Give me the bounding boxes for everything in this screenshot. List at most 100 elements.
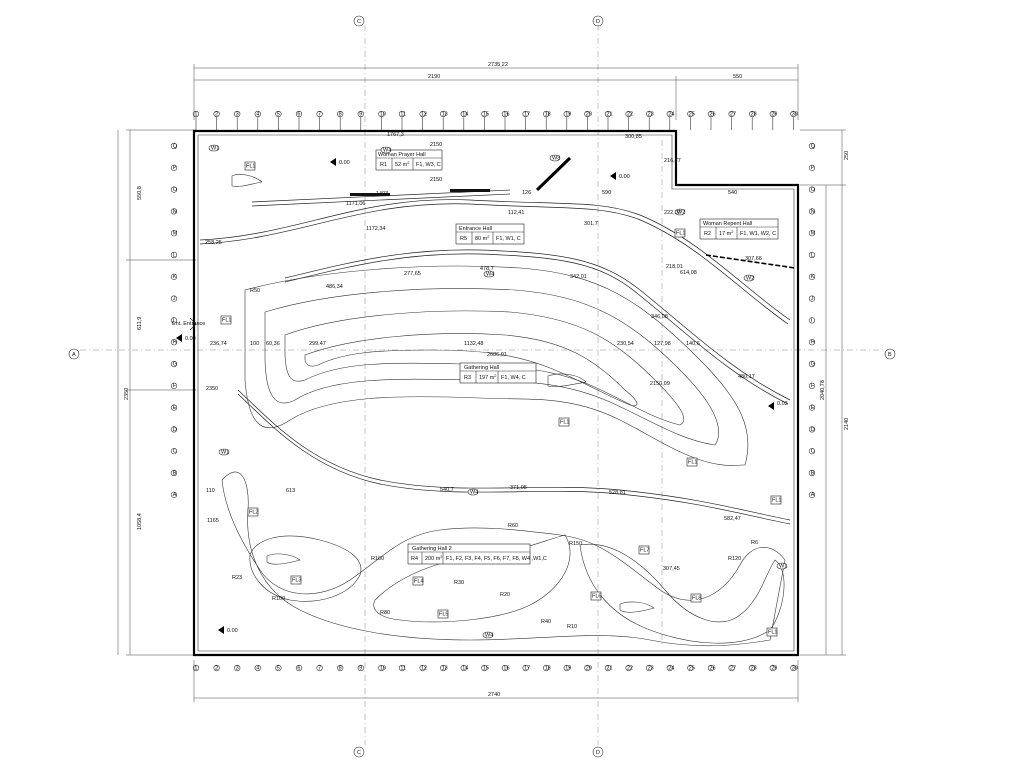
dimension-label: 614,08 <box>680 270 697 276</box>
dimension-label: 258,25 <box>205 240 222 246</box>
svg-text:E: E <box>173 405 177 411</box>
svg-text:4: 4 <box>256 665 259 671</box>
dimension-label: R50 <box>250 288 260 294</box>
row-marker: O <box>170 186 178 193</box>
column-marker: 3 <box>234 664 241 671</box>
row-marker: K <box>808 273 816 280</box>
svg-text:W3: W3 <box>552 155 560 161</box>
row-marker: N <box>808 208 816 215</box>
svg-text:23: 23 <box>648 111 654 117</box>
svg-text:G: G <box>811 361 815 367</box>
row-marker: A <box>170 491 178 498</box>
svg-text:17 m2: 17 m2 <box>719 229 734 237</box>
column-marker: 30 <box>790 664 798 671</box>
row-marker: M <box>808 230 816 237</box>
dimension-label: 140,6 <box>686 341 700 347</box>
svg-text:8: 8 <box>339 665 342 671</box>
section-markers: C D A B C D <box>68 15 896 758</box>
svg-text:8: 8 <box>339 111 342 117</box>
column-marker: 20 <box>584 664 592 671</box>
column-marker: 8 <box>337 110 344 117</box>
svg-text:D: D <box>596 750 600 756</box>
svg-text:1: 1 <box>194 665 197 671</box>
row-marker: I <box>808 317 816 324</box>
svg-text:N: N <box>173 209 177 215</box>
row-marker: H <box>170 339 178 346</box>
dimension-label: 1132,48 <box>464 341 483 347</box>
svg-text:L: L <box>173 252 176 258</box>
svg-text:L: L <box>811 252 814 258</box>
row-marker: I <box>170 317 178 324</box>
floor-tag: FL1 <box>770 495 781 505</box>
svg-text:9: 9 <box>359 665 362 671</box>
dimension-label: 1767,3 <box>387 132 404 138</box>
svg-text:W4: W4 <box>383 147 391 153</box>
row-marker: Q <box>808 142 816 149</box>
svg-text:A: A <box>173 492 177 498</box>
floor-tag: FL1 <box>558 417 569 427</box>
svg-text:G: G <box>173 361 177 367</box>
svg-text:0.00: 0.00 <box>227 628 238 634</box>
floor-tag: FL1 <box>686 457 697 467</box>
svg-text:FL1: FL1 <box>222 318 231 324</box>
column-marker: 22 <box>625 664 633 671</box>
svg-text:W1: W1 <box>779 563 787 569</box>
column-marker: 7 <box>316 110 323 117</box>
section-grid <box>80 25 888 745</box>
window-tag: W4 <box>467 488 479 495</box>
room-label-gathering-hall-2: Gathering Hall 2 R4 200 m2 F1, F2, F3, F… <box>407 543 547 565</box>
section-marker-right: B <box>884 348 896 360</box>
dimension-label: 307,45 <box>663 566 680 572</box>
dimension-label: 480,17 <box>738 374 755 380</box>
column-marker: 23 <box>646 664 654 671</box>
svg-text:7: 7 <box>318 665 321 671</box>
row-marker: P <box>170 164 178 171</box>
dimension-label: 277,65 <box>404 271 421 277</box>
exterior-walls <box>192 129 800 657</box>
dim-right-upper: 250 <box>844 151 850 160</box>
column-marker: 6 <box>295 110 303 117</box>
svg-text:R5: R5 <box>460 236 467 242</box>
column-marker: 9 <box>357 110 364 117</box>
row-marker: D <box>170 426 178 433</box>
level-mark: 0.00 <box>610 172 630 180</box>
svg-text:Ent. Entrance: Ent. Entrance <box>172 321 205 327</box>
svg-text:30: 30 <box>792 111 798 117</box>
svg-text:E: E <box>811 405 815 411</box>
row-marker: M <box>170 230 178 237</box>
column-marker: 19 <box>563 110 571 117</box>
dimension-label: 60,36 <box>266 341 280 347</box>
floor-tag: FL8 <box>690 593 701 603</box>
svg-text:200 m2: 200 m2 <box>425 554 443 562</box>
svg-text:FL3: FL3 <box>292 578 301 584</box>
column-marker: 24 <box>666 664 674 671</box>
column-marker: 21 <box>604 110 613 117</box>
floor-tag: FL1 <box>244 161 255 171</box>
bottom-dimensions: 2740 <box>193 660 799 702</box>
window-tag: W2 <box>674 208 686 215</box>
svg-text:6: 6 <box>297 665 300 671</box>
svg-text:J: J <box>173 296 176 302</box>
svg-text:H: H <box>173 340 177 346</box>
svg-text:I: I <box>173 318 175 324</box>
svg-text:25: 25 <box>689 111 695 117</box>
partition-dark-segment <box>350 193 390 196</box>
svg-text:D: D <box>811 427 815 433</box>
svg-text:R2: R2 <box>704 231 711 237</box>
floor-contours <box>221 265 786 647</box>
column-marker: 27 <box>728 110 736 117</box>
column-marker: 25 <box>687 110 695 117</box>
column-marker: 18 <box>543 110 551 117</box>
svg-text:Gathering Hall: Gathering Hall <box>464 365 499 371</box>
column-marker: 25 <box>687 664 695 671</box>
column-marker: 17 <box>522 110 530 117</box>
svg-text:52 m2: 52 m2 <box>395 160 410 168</box>
dimension-label: 112,41 <box>508 210 524 216</box>
svg-text:0.00: 0.00 <box>339 160 350 166</box>
svg-text:FL5: FL5 <box>439 612 448 618</box>
svg-text:K: K <box>173 274 177 280</box>
dimension-label: 126 <box>522 190 531 196</box>
row-marker: L <box>808 251 816 258</box>
